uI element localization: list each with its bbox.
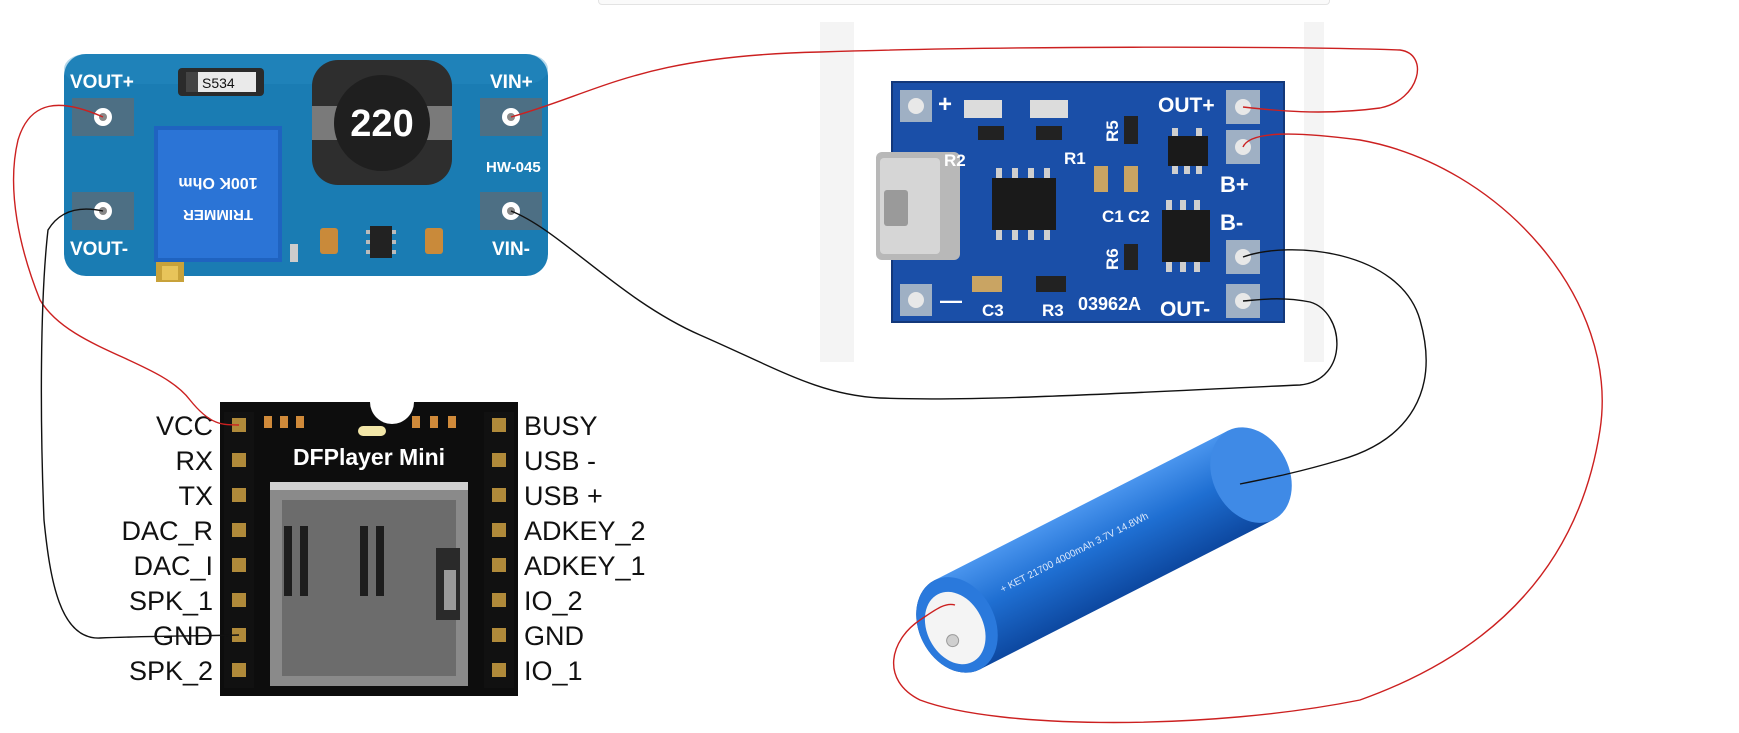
boost-model-label: HW-045 [486,159,541,176]
inductor-label: 220 [350,103,413,145]
charger-minus-sign: — [940,288,962,313]
charger-part-number: 03962A [1078,294,1141,314]
dfplayer-right-header [484,412,514,688]
battery-positive-cap [924,591,986,665]
c3-label: C3 [982,301,1004,320]
vin-minus-label: VIN- [492,239,530,260]
top-panel-edge [598,0,1330,5]
boost-chip [366,226,396,258]
pin-label-rx: RX [175,446,213,476]
wire-vout-plus-to-vcc [12,104,240,426]
diode-s534: S534 [178,68,264,96]
pin-label-busy: BUSY [524,411,598,441]
c2-label: C2 [1128,207,1150,226]
wire-vin-minus-to-out-minus [510,210,1338,400]
r2-label: R2 [944,151,966,170]
c1-label: C1 [1102,207,1124,226]
pin-label-usb-minus: USB - [524,446,596,476]
capacitor-c1-part [1094,166,1108,192]
charger-plus-sign: + [938,91,952,118]
trimmer-potentiometer: 100K Ohm TRIMMER [154,126,282,282]
pin-label-adkey-2: ADKEY_2 [524,516,646,546]
out-plus-label: OUT+ [1158,94,1215,117]
sd-card-slot [270,482,468,686]
inductor-220: 220 [312,60,452,185]
dfplayer-left-header [224,412,254,688]
wire-b-plus-to-battery-positive [893,133,1603,724]
pin-label-dac-i: DAC_I [133,551,213,581]
resistor-r6-part [1124,244,1138,270]
smd-resistor [290,244,298,262]
pin-label-io-2: IO_2 [524,586,583,616]
charger-ic [992,168,1056,240]
led-red [964,100,1002,118]
resistor-r3-part [1036,276,1066,292]
pin-label-gnd-right: GND [524,621,584,651]
resistor-r2-part [978,126,1004,140]
dfplayer-title: DFPlayer Mini [293,444,445,470]
wire-b-minus-to-battery-negative [1239,249,1427,485]
pin-label-vcc: VCC [156,411,213,441]
trimmer-value-label: 100K Ohm [178,174,257,191]
pin-label-spk-1: SPK_1 [129,586,213,616]
dfplayer-led [358,426,386,436]
pin-label-spk-2: SPK_2 [129,656,213,686]
battery-body [934,430,1274,670]
pin-label-dac-r: DAC_R [121,516,213,546]
smd-capacitor-2 [425,228,443,254]
micro-usb-port [876,152,960,260]
boost-board [64,54,548,276]
vout-minus-label: VOUT- [70,239,128,260]
dfplayer-mini-module: DFPlayer Mini [121,402,646,696]
vout-plus-label: VOUT+ [70,72,134,93]
resistor-r5-part [1124,116,1138,144]
resistor-r1-part [1036,126,1062,140]
r1-label: R1 [1064,149,1086,168]
vin-plus-label: VIN+ [490,72,533,93]
b-plus-label: B+ [1220,172,1249,197]
protection-ic [1162,200,1210,272]
trimmer-label: TRIMMER [183,206,253,223]
led-green [1030,100,1068,118]
pin-label-adkey-1: ADKEY_1 [524,551,646,581]
r5-label: R5 [1103,120,1122,142]
boost-converter-module: VOUT+ VOUT- VIN+ VIN- HW-045 S534 220 10… [64,54,548,282]
pin-label-io-1: IO_1 [524,656,583,686]
capacitor-c2-part [1124,166,1138,192]
b-minus-label: B- [1220,210,1243,235]
r6-label: R6 [1103,248,1122,270]
r3-label: R3 [1042,301,1064,320]
diode-label: S534 [202,75,235,91]
mosfet-chip [1168,128,1208,174]
li-ion-battery: + KET 21700 4000mAh 3.7V 14.8Wh [916,427,1292,673]
pin-label-tx: TX [178,481,213,511]
wires [12,46,1603,724]
wire-vin-plus-to-out-plus [510,46,1419,118]
charger-module: + — OUT+ B+ B- OUT- 03962A R2 R1 C1 C2 C… [876,81,1285,323]
wire-vout-minus-to-gnd [40,208,240,639]
out-minus-label: OUT- [1160,298,1210,321]
pin-label-usb-plus: USB + [524,481,603,511]
smd-capacitor-1 [320,228,338,254]
capacitor-c3-part [972,276,1002,292]
